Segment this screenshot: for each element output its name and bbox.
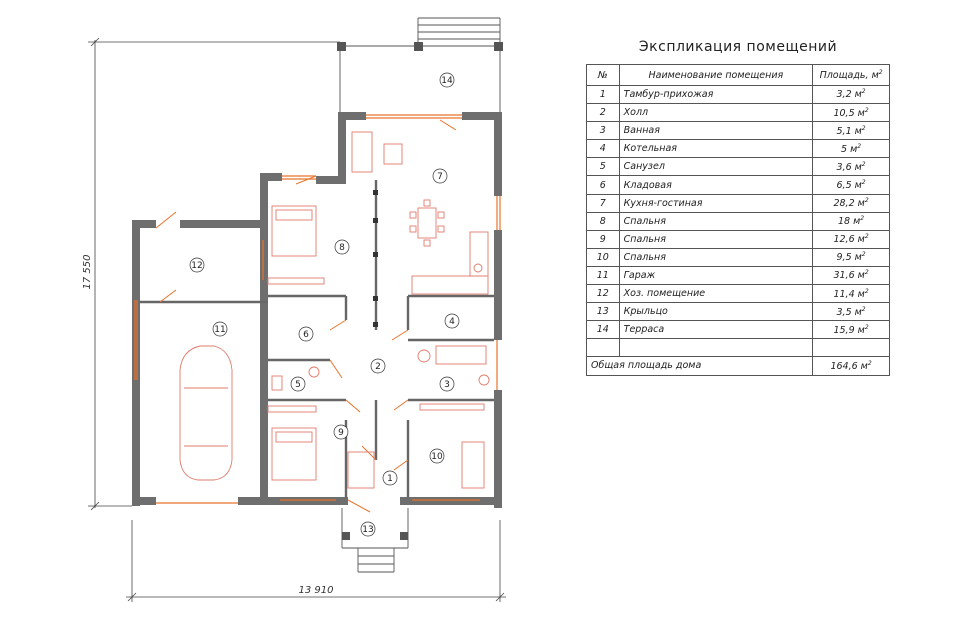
room-number-11: 11 [214,325,225,335]
blank-row [586,338,890,358]
porch-posts [342,532,408,540]
room-number-12: 12 [191,261,202,271]
header-name: Наименование помещения [618,64,814,86]
room-number-2: 2 [375,362,381,372]
column-markers [373,190,378,327]
explication-title: Экспликация помещений [638,39,838,55]
room-number-6: 6 [303,330,309,340]
header-num: № [586,64,620,86]
room-number-3: 3 [444,380,450,390]
height-dimension: 17 550 [82,255,93,290]
room-number-5: 5 [295,380,301,390]
table-header-row: № Наименование помещения Площадь, м2 [586,64,890,86]
room-number-1: 1 [387,474,393,484]
windows [134,114,501,504]
room-number-10: 10 [431,452,443,462]
doors [155,119,457,513]
room-number-7: 7 [437,172,443,182]
furniture [179,131,490,489]
room-number-13: 13 [362,525,373,535]
terrace [339,17,501,116]
room-number-9: 9 [338,428,344,438]
header-area: Площадь, м2 [812,64,890,86]
room-number-4: 4 [449,317,455,327]
width-dimension: 13 910 [299,585,334,596]
exterior-walls [132,112,502,508]
dimension-lines [88,37,506,602]
porch [341,508,409,573]
total-area: 164,6 м2 [812,356,890,376]
terrace-posts [337,42,503,51]
total-label: Общая площадь дома [585,356,814,376]
room-number-markers: 1 2 3 4 5 6 7 8 9 10 11 12 13 14 [189,72,460,537]
explication-panel: Экспликация помещений № Наименование пом… [585,36,890,376]
room-number-14: 14 [441,76,453,86]
room-number-8: 8 [339,243,345,253]
